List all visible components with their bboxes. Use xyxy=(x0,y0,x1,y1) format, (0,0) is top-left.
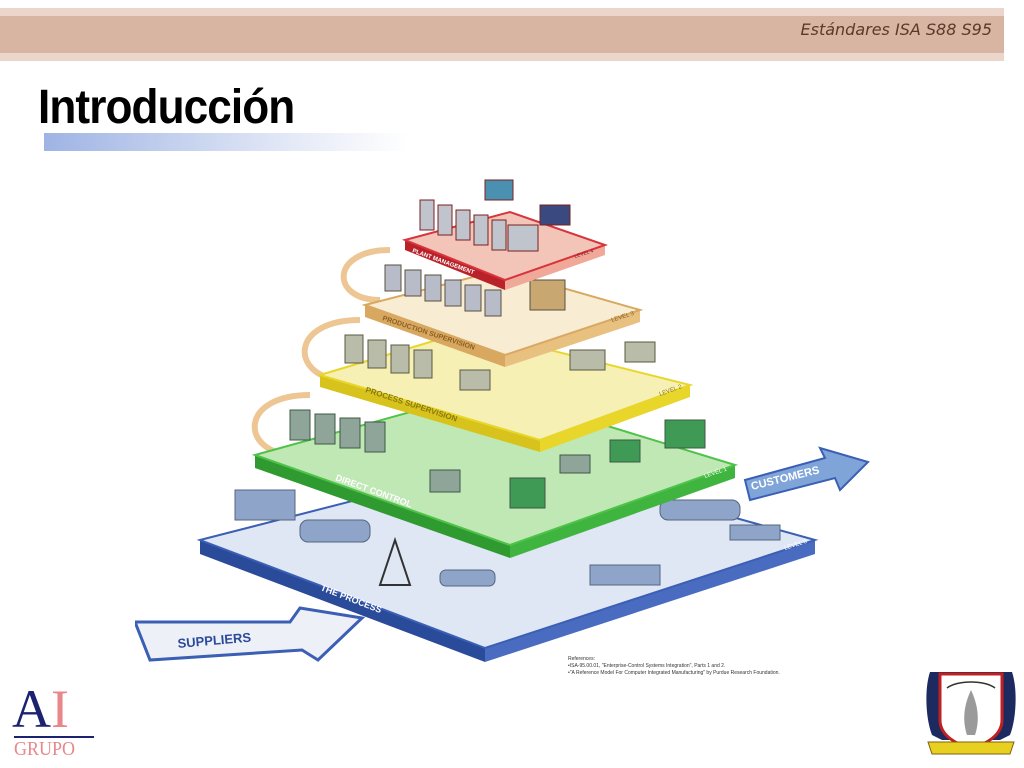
level-3-production-supervision: PRODUCTION SUPERVISION LEVEL 3 xyxy=(361,264,644,367)
header-subtitle: Estándares ISA S88 S95 xyxy=(800,20,993,39)
title-underline-gradient xyxy=(44,133,409,151)
logo-divider xyxy=(14,736,94,738)
references-line-2: •"A Reference Model For Computer Integra… xyxy=(568,670,780,676)
suppliers-arrow: SUPPLIERS xyxy=(135,606,366,662)
logo-grupo-text: GRUPO xyxy=(14,738,76,760)
level-4-plant-management: PLANT MANAGEMENT LEVEL 4 xyxy=(401,179,609,290)
slide-title: Introducción xyxy=(38,81,295,134)
suppliers-label: SUPPLIERS xyxy=(177,630,252,651)
references-heading: References: xyxy=(568,656,595,662)
references-line-1: •ISA-95.00.01, "Enterprise-Control Syste… xyxy=(568,663,725,669)
university-crest-logo xyxy=(926,672,1016,755)
customers-arrow: CUSTOMERS xyxy=(743,446,870,502)
level-2-process-supervision: PROCESS SUPERVISION LEVEL 2 xyxy=(316,328,694,452)
references: References: •ISA-95.00.01, "Enterprise-C… xyxy=(568,656,780,676)
grupo-ai-logo: AI GRUPO xyxy=(10,682,100,760)
logo-letter-a: A xyxy=(12,679,51,739)
logo-letter-i: I xyxy=(51,679,69,739)
level-4-number: LEVEL 4 xyxy=(574,248,595,260)
isa95-pyramid-diagram: THE PROCESS LEVEL 0 DIRECT CONTROL LEVEL… xyxy=(135,179,870,676)
level-1-direct-control: DIRECT CONTROL LEVEL 1 xyxy=(251,388,739,558)
header-band xyxy=(0,16,1004,53)
